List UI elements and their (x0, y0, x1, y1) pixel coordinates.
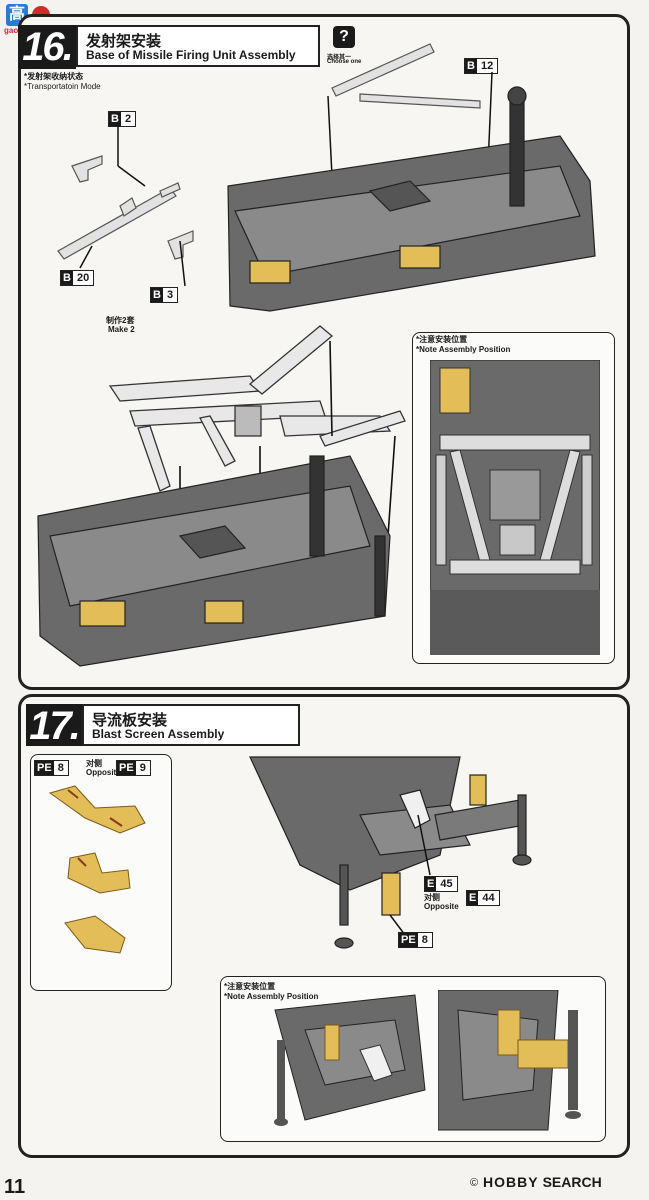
opposite-cn-2: 对侧 (424, 893, 440, 902)
lower-chassis (37, 455, 391, 667)
step17-title-en: Blast Screen Assembly (92, 727, 225, 741)
step17-inset-right (438, 990, 581, 1131)
step17-number: 17. (26, 704, 82, 748)
b12-rod-part (331, 43, 481, 109)
choose-one-icon: ? (333, 26, 355, 48)
step16-diagram (37, 43, 596, 667)
step16-note-cn: *注意安装位置 (416, 335, 468, 344)
step17-title-box: 导流板安装 Blast Screen Assembly (82, 704, 300, 746)
page-number: 11 (4, 1176, 26, 1198)
make-two-cn: 制作2套 (106, 316, 135, 325)
make-two-en: Make 2 (108, 325, 135, 334)
opposite-cn: 对侧 (86, 759, 102, 768)
top-chassis (227, 86, 596, 312)
step16-inset-diagram (430, 360, 600, 655)
copyright-mark: © (470, 1177, 479, 1189)
step17-title-cn: 导流板安装 (92, 712, 168, 729)
opposite-en: Opposite (86, 768, 121, 777)
search-brand-text: SEARCH (542, 1174, 602, 1190)
step17-note-en: *Note Assembly Position (224, 992, 319, 1001)
transport-mode-en: *Transportatoin Mode (24, 82, 101, 91)
b20-rod-part (57, 182, 181, 260)
step16-leader-lines (79, 71, 493, 287)
step16-note-en: *Note Assembly Position (416, 345, 511, 354)
opposite-en-2: Opposite (424, 902, 459, 911)
pe-fold-steps (48, 785, 146, 954)
b2-bracket-part (71, 155, 103, 183)
choose-one-label-cn: 选择其一 (327, 55, 352, 61)
hobby-brand-text: HOBBY (483, 1174, 539, 1190)
step17-note-cn: *注意安装位置 (224, 982, 276, 991)
step17-diagram (249, 756, 532, 949)
step16-number: 16. (18, 25, 76, 69)
launcher-frame (108, 325, 406, 492)
hobby-search-logo: HOBBY SEARCH (483, 1174, 602, 1190)
step16-title-box: 发射架安装 Base of Missile Firing Unit Assemb… (76, 25, 320, 67)
transport-mode-cn: *发射架收纳状态 (24, 72, 84, 81)
step17-inset-left (274, 994, 426, 1126)
step16-title-en: Base of Missile Firing Unit Assembly (86, 48, 296, 62)
choose-one-label-en: Choose one (327, 59, 362, 65)
step16-title-cn: 发射架安装 (86, 33, 162, 50)
